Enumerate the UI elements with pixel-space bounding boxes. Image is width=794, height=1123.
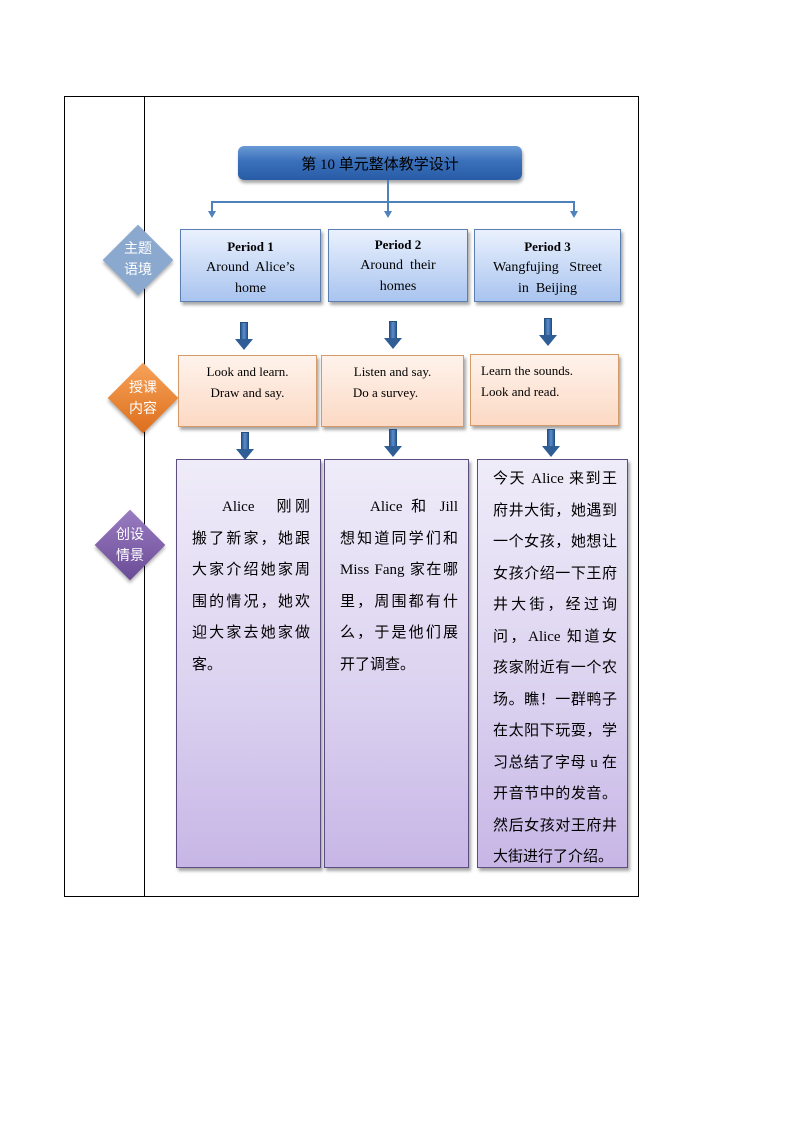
left-column-divider xyxy=(144,96,145,897)
period-2-theme-line1: Around their xyxy=(360,258,436,273)
period-3-theme-line2: in Beijing xyxy=(517,281,578,296)
period-2-title: Period 2 xyxy=(374,237,422,252)
arrow-down-icon xyxy=(235,322,253,350)
content-label-line2: 内容 xyxy=(129,401,157,417)
scenario-2-text: Alice 和 Jill 想知道同学们和 Miss Fang 家在哪里，周围都有… xyxy=(340,499,458,673)
arrow-down-icon xyxy=(384,321,402,349)
period-2-box: Period 2 Around their homes xyxy=(328,229,468,302)
scenario-label-line2: 情景 xyxy=(116,548,144,564)
scenario-label-line1: 创设 xyxy=(116,527,144,543)
scenario-3-box: 今天 Alice 来到王府井大街，她遇到一个女孩，她想让女孩介绍一下王府井大街，… xyxy=(477,459,628,868)
arrow-down-icon xyxy=(542,429,560,457)
arrow-down-icon xyxy=(539,318,557,346)
scenario-2-box: Alice 和 Jill 想知道同学们和 Miss Fang 家在哪里，周围都有… xyxy=(324,459,469,868)
connector-drop-2 xyxy=(387,201,389,212)
period-3-theme-line1: Wangfujing Street xyxy=(493,260,602,275)
scenario-3-text: 今天 Alice 来到王府井大街，她遇到一个女孩，她想让女孩介绍一下王府井大街，… xyxy=(493,471,617,865)
content-label-line1: 授课 xyxy=(129,380,157,396)
scenario-label: 创设 情景 xyxy=(95,525,165,567)
content-3-line2: Look and read. xyxy=(481,384,560,399)
period-1-box: Period 1 Around Alice’s home xyxy=(180,229,321,302)
theme-label: 主题 语境 xyxy=(103,239,173,281)
content-1-box: Look and learn. Draw and say. xyxy=(178,355,317,427)
diagram-title: 第 10 单元整体教学设计 xyxy=(238,146,522,180)
period-1-title: Period 1 xyxy=(227,239,274,254)
connector-drop-1 xyxy=(211,201,213,212)
content-2-line1: Listen and say. xyxy=(353,364,432,379)
content-1-line2: Draw and say. xyxy=(210,385,285,400)
theme-label-line1: 主题 xyxy=(124,241,152,257)
title-connector-vertical xyxy=(387,180,389,202)
content-1-line1: Look and learn. xyxy=(206,364,289,379)
arrow-head-1 xyxy=(208,211,216,218)
content-2-line2: Do a survey. xyxy=(352,385,419,400)
theme-label-line2: 语境 xyxy=(124,262,152,278)
arrow-down-icon xyxy=(384,429,402,457)
arrow-down-icon xyxy=(236,432,254,460)
content-3-line1: Learn the sounds. xyxy=(481,363,574,378)
content-3-box: Learn the sounds. Look and read. xyxy=(470,354,619,426)
content-2-box: Listen and say. Do a survey. xyxy=(321,355,464,427)
period-1-theme-line2: home xyxy=(234,281,267,296)
title-connector-horizontal xyxy=(211,201,575,203)
scenario-1-box: Alice 刚刚搬了新家，她跟大家介绍她家周围的情况，她欢迎大家去她家做客。 xyxy=(176,459,321,868)
connector-drop-3 xyxy=(573,201,575,212)
arrow-head-2 xyxy=(384,211,392,218)
period-3-title: Period 3 xyxy=(524,239,571,254)
content-label: 授课 内容 xyxy=(108,378,178,420)
outer-frame xyxy=(64,96,639,897)
scenario-1-text: Alice 刚刚搬了新家，她跟大家介绍她家周围的情况，她欢迎大家去她家做客。 xyxy=(192,499,310,673)
period-1-theme-line1: Around Alice’s xyxy=(206,260,295,275)
period-2-theme-line2: homes xyxy=(379,279,417,294)
arrow-head-3 xyxy=(570,211,578,218)
period-3-box: Period 3 Wangfujing Street in Beijing xyxy=(474,229,621,302)
